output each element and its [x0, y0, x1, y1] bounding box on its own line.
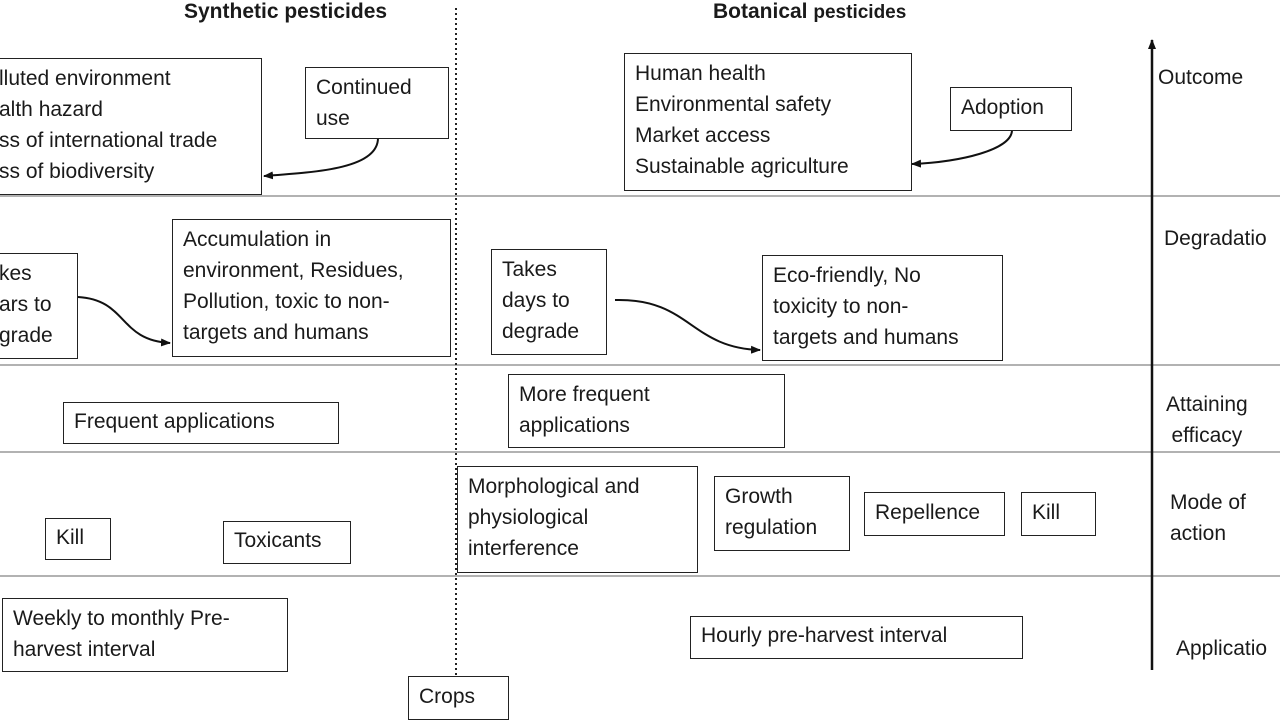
accumulation-box: Accumulation in environment, Residues, P… [172, 219, 451, 357]
eco-friendly-box: Eco-friendly, No toxicity to non- target… [762, 255, 1003, 361]
continued-use-box: Continued use [305, 67, 449, 139]
repellence-box: Repellence [864, 492, 1005, 536]
arrow-takes-days [614, 298, 761, 354]
arrow-takes-years [77, 296, 171, 347]
arrow-adoption [911, 129, 1013, 168]
botanical-kill-box: Kill [1021, 492, 1096, 536]
morphological-box: Morphological and physiological interfer… [457, 466, 698, 573]
adoption-box: Adoption [950, 87, 1072, 131]
synthetic-header: Synthetic pesticides [184, 0, 388, 23]
takes-days-box: Takes days to degrade [491, 249, 607, 355]
arrow-continued-use [263, 137, 379, 180]
botanical-header-sub: pesticides [813, 2, 907, 23]
botanical-outcome-box: Human health Environmental safety Market… [624, 53, 912, 191]
growth-regulation-box: Growth regulation [714, 476, 850, 551]
botanical-header-main: Botanical [713, 0, 808, 23]
synthetic-kill-box: Kill [45, 518, 111, 560]
takes-years-box: kes ars to grade [0, 253, 78, 359]
botanical-interval-box: Hourly pre-harvest interval [690, 616, 1023, 659]
botanical-header: Botanical pesticides [713, 0, 906, 24]
level-application: Applicatio [1176, 637, 1268, 660]
synthetic-interval-box: Weekly to monthly Pre- harvest interval [2, 598, 288, 672]
frequent-applications-box: Frequent applications [63, 402, 339, 444]
crops-box: Crops [408, 676, 509, 720]
level-degradation: Degradatio [1164, 227, 1267, 250]
synthetic-outcome-box: lluted environment alth hazard ss of int… [0, 58, 262, 195]
more-frequent-box: More frequent applications [508, 374, 785, 448]
toxicants-box: Toxicants [223, 521, 351, 564]
level-outcome: Outcome [1158, 66, 1244, 89]
